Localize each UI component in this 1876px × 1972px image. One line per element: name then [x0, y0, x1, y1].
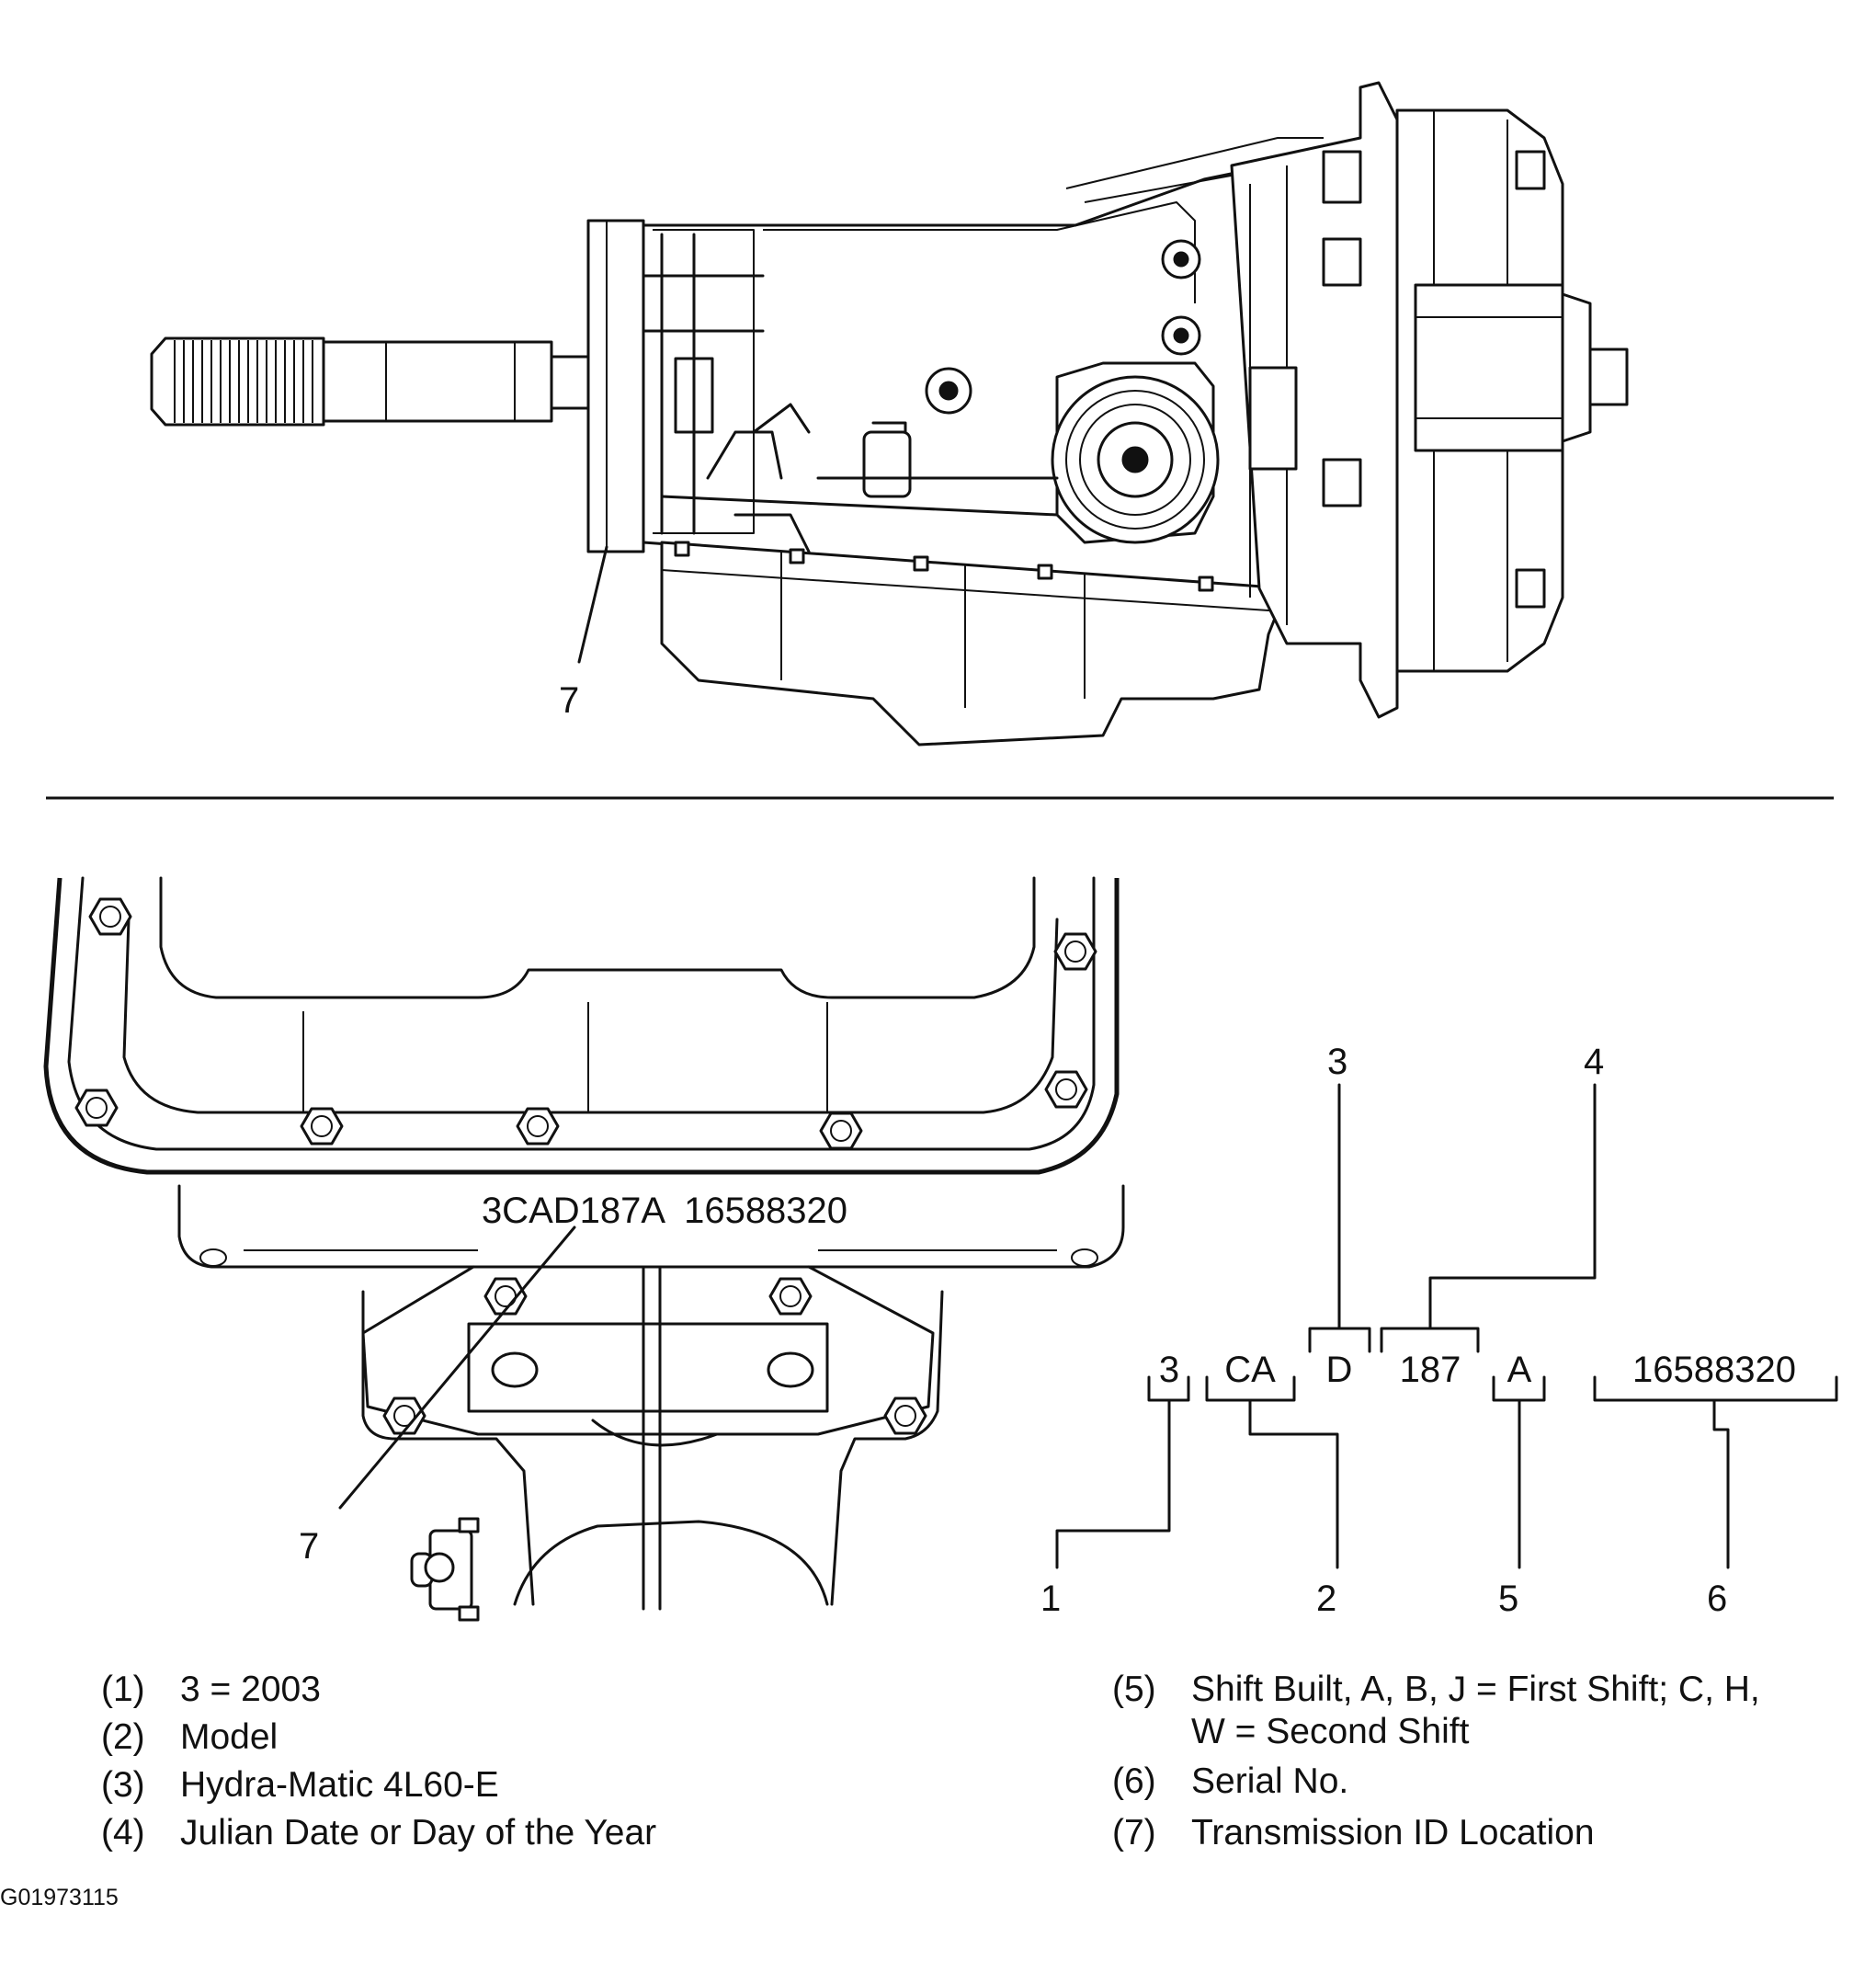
legend-num: (7): [1112, 1813, 1156, 1852]
figure-id: G01973115: [0, 1885, 119, 1910]
legend-text: Transmission ID Location: [1191, 1813, 1595, 1852]
callout-7-bottom: 7: [299, 1526, 319, 1567]
torque-converter: [1395, 108, 1629, 673]
speed-sensor: [410, 1517, 480, 1622]
legend-item-1: (1) 3 = 2003: [101, 1669, 321, 1711]
callout-7-top: 7: [559, 680, 579, 721]
oil-pan-bolt-icon: [74, 897, 1097, 1150]
code-type: D: [1326, 1350, 1353, 1390]
legend-text-line1: Shift Built, A, B, J = First Shift; C, H…: [1191, 1670, 1760, 1709]
legend-text: Model: [180, 1717, 279, 1757]
oil-pan-closeup: 3CAD187A 16588320 7: [43, 876, 1125, 1622]
extension-housing: [586, 219, 645, 553]
transmission-side-view: 7: [150, 81, 1629, 747]
code-julian: 187: [1400, 1350, 1461, 1390]
callout-4: 4: [1584, 1042, 1604, 1082]
callout-6: 6: [1707, 1579, 1727, 1619]
output-shaft: [150, 336, 590, 427]
legend-text: Julian Date or Day of the Year: [180, 1813, 657, 1852]
legend-item-5: (5) Shift Built, A, B, J = First Shift; C…: [1112, 1669, 1760, 1753]
pan-flange-outline: [43, 877, 1120, 1175]
code-year: 3: [1159, 1350, 1179, 1390]
code-serial: 16588320: [1632, 1350, 1796, 1390]
legend-text: Serial No.: [1191, 1761, 1349, 1801]
callout-3: 3: [1327, 1042, 1347, 1082]
legend-item-4: (4) Julian Date or Day of the Year: [101, 1812, 656, 1854]
legend-text-line2: W = Second Shift: [1191, 1712, 1470, 1751]
pan-bolts-top: [674, 541, 1214, 592]
legend-num: (2): [101, 1717, 145, 1757]
legend-item-7: (7) Transmission ID Location: [1112, 1812, 1595, 1854]
legend-num: (5): [1112, 1670, 1156, 1709]
code-model: CA: [1224, 1350, 1276, 1390]
legend-num: (3): [101, 1765, 145, 1805]
legend-num: (1): [101, 1670, 145, 1709]
legend-text: Hydra-Matic 4L60-E: [180, 1765, 499, 1805]
legend-item-3: (3) Hydra-Matic 4L60-E: [101, 1764, 499, 1807]
leader-2: [1248, 1398, 1339, 1569]
legend-num: (4): [101, 1813, 145, 1852]
legend-item-2: (2) Model: [101, 1716, 278, 1759]
legend-item-6: (6) Serial No.: [1112, 1761, 1348, 1803]
legend-text: Shift Built, A, B, J = First Shift; C, H…: [1191, 1669, 1760, 1753]
case-mounting-pad: [177, 1184, 1125, 1269]
oil-pan: [660, 541, 1289, 747]
leader-1: [1055, 1398, 1171, 1569]
legend-num: (6): [1112, 1761, 1156, 1801]
transmission-id-stamp: 3CAD187A 16588320: [482, 1191, 847, 1231]
id-code-breakdown: 3 CA D 187 A 16588320 3 4 1 2 5 6: [1040, 1042, 1838, 1619]
band-straps: [642, 233, 765, 535]
legend-text: 3 = 2003: [180, 1670, 321, 1709]
callout-1: 1: [1040, 1579, 1061, 1619]
leader-4: [1428, 1083, 1597, 1330]
code-shift: A: [1507, 1350, 1532, 1390]
callout-2: 2: [1316, 1579, 1336, 1619]
servo-cover: [1051, 361, 1220, 544]
case-bolts: [925, 239, 1201, 415]
pan-recess: [159, 876, 1036, 999]
leader-6: [1712, 1398, 1730, 1569]
valve-body-linkage: [660, 403, 1059, 553]
extension-flange: [361, 1290, 535, 1606]
callout-5: 5: [1498, 1579, 1518, 1619]
